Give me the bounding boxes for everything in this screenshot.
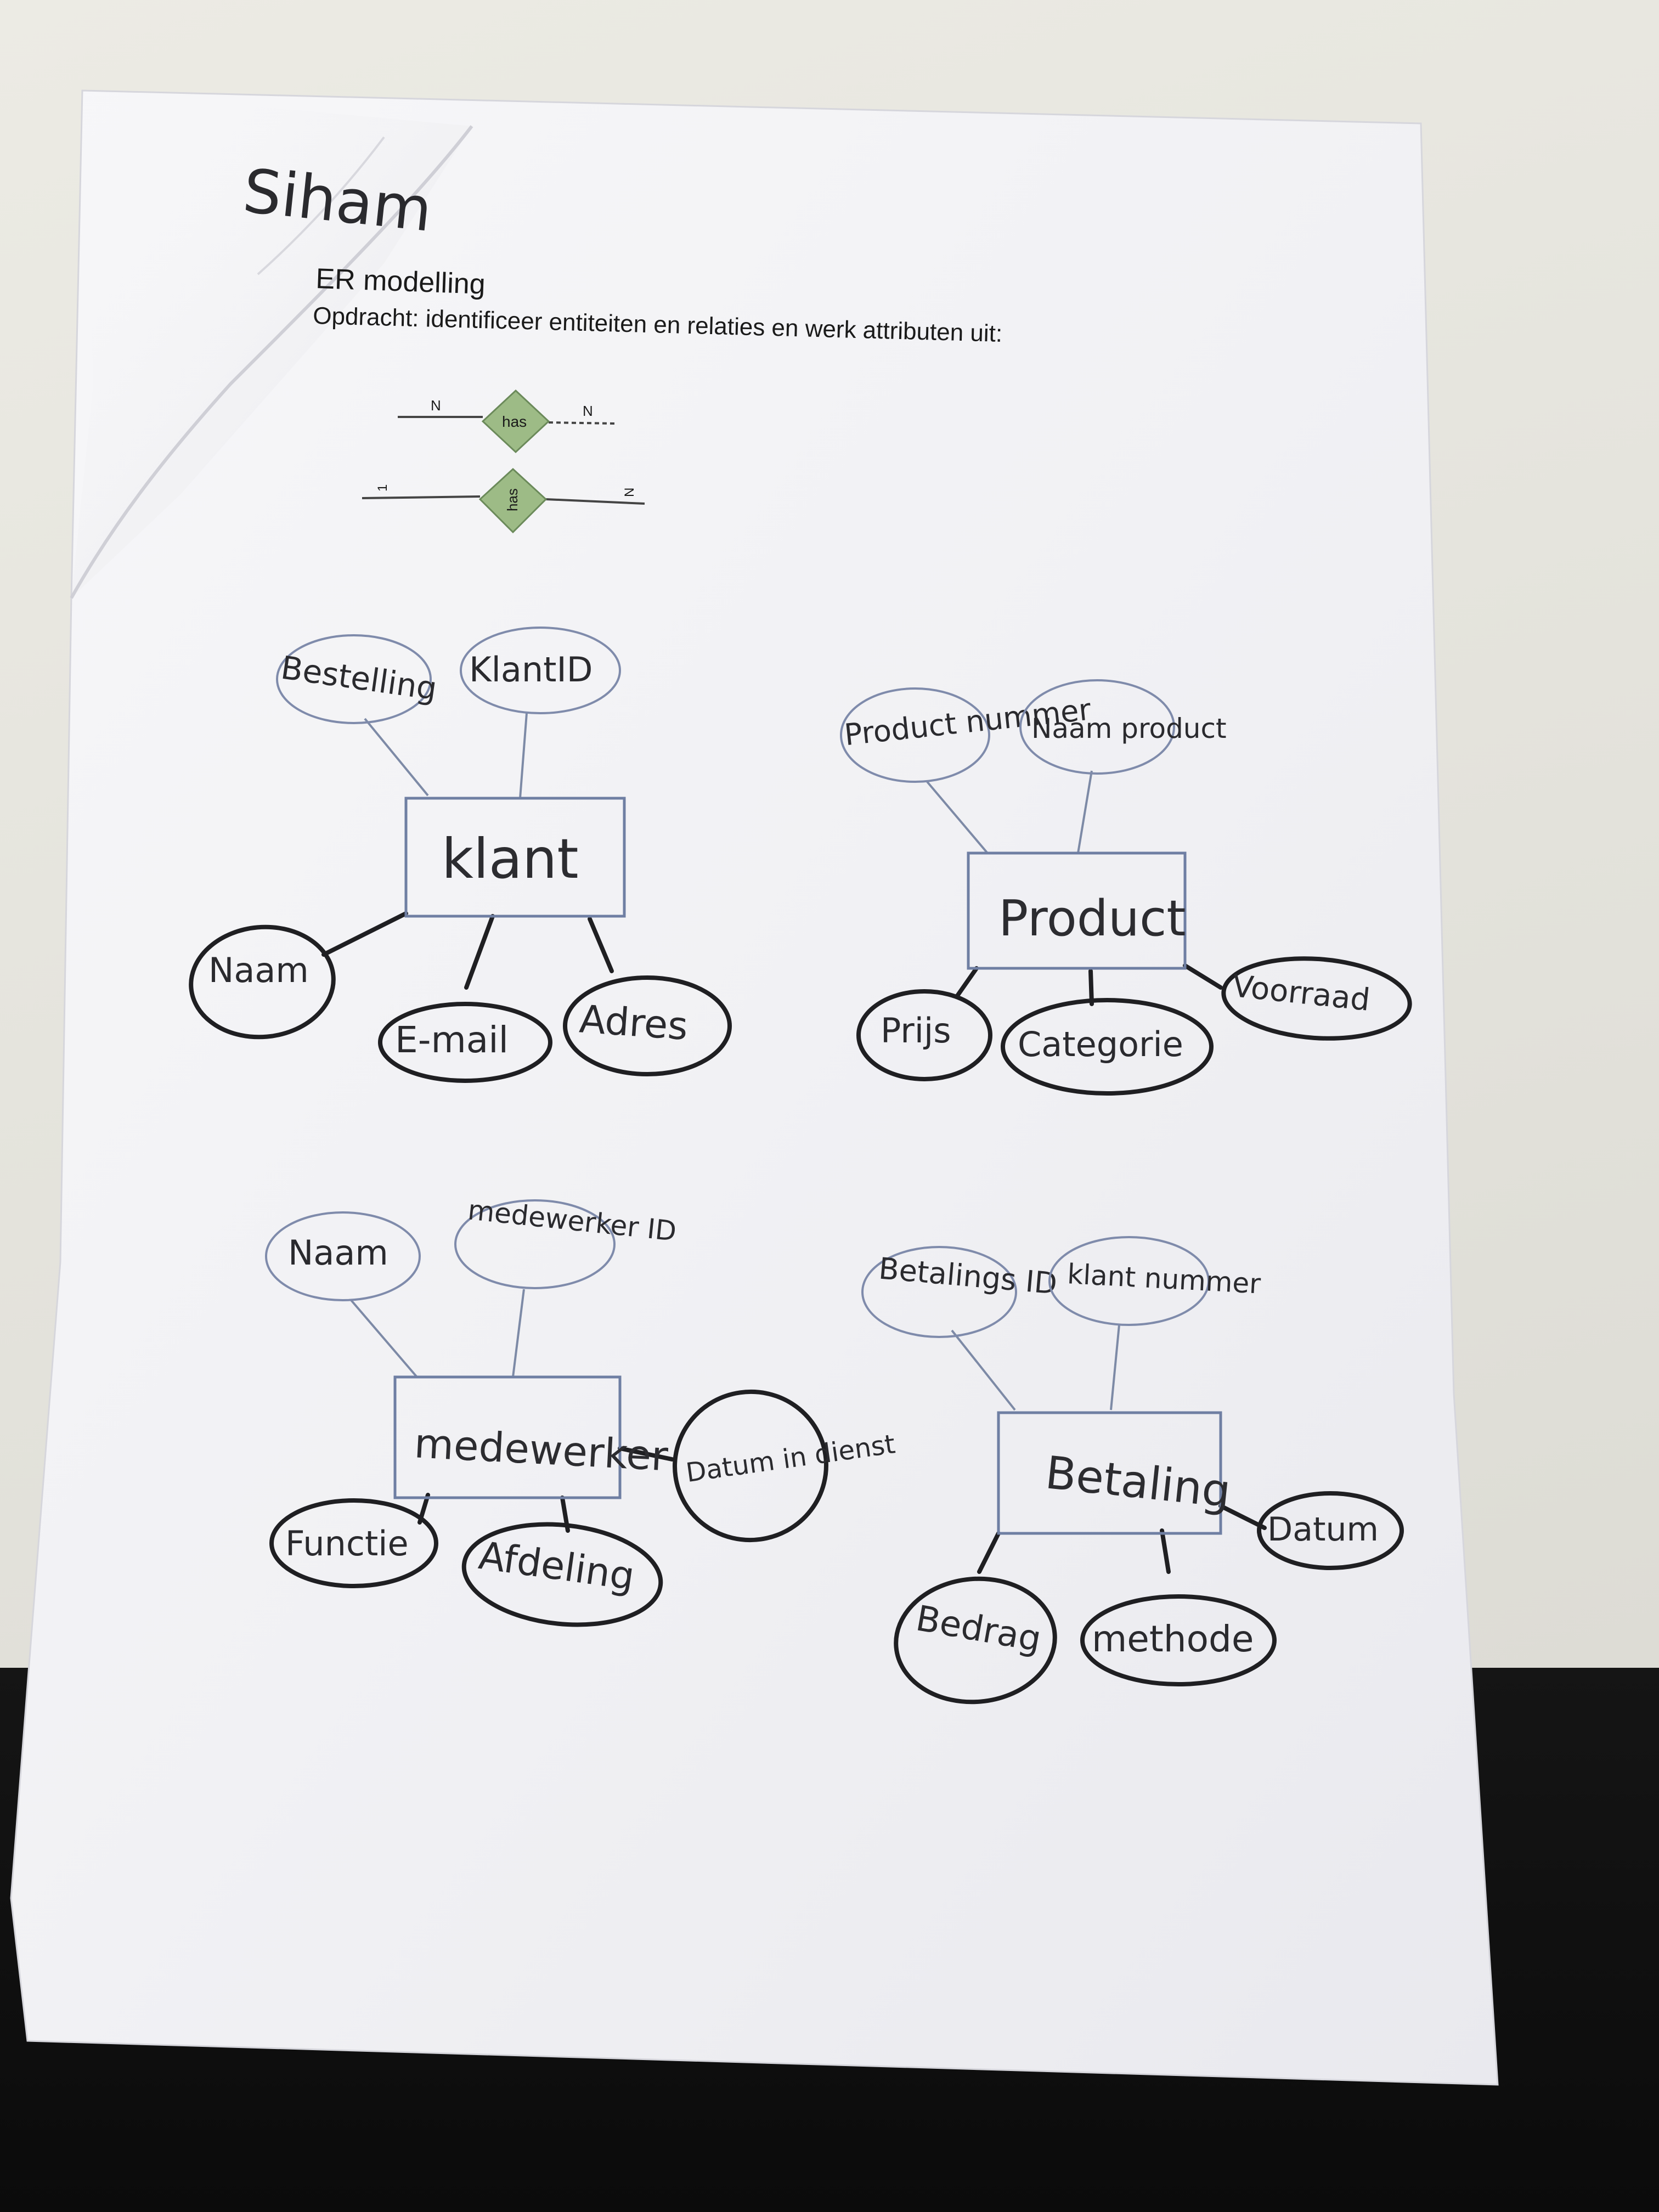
legend-relation-label: has: [502, 413, 527, 430]
attribute-email: [378, 1002, 552, 1083]
attribute-methode: [1080, 1594, 1277, 1686]
attribute-klant-nummer: [1048, 1236, 1210, 1326]
entity-group-product: Product nummer Naam product Product Prij…: [840, 679, 1412, 1096]
attribute-product-nummer: [840, 687, 990, 783]
fold-crease: [70, 125, 473, 599]
attribute-naam: [189, 924, 336, 1040]
attribute-functie: [269, 1498, 438, 1588]
attribute-naam: [265, 1211, 421, 1301]
entity-klant: [404, 797, 626, 918]
entity-medewerker: [393, 1375, 622, 1499]
relationship-diamond: [478, 467, 548, 534]
attribute-label: Functie: [285, 1523, 409, 1564]
attribute-label: methode: [1092, 1618, 1254, 1660]
attribute-label: Naam: [288, 1233, 388, 1273]
attribute-label: Datum: [1267, 1510, 1379, 1549]
fold-crease: [257, 136, 385, 275]
document-heading: ER modelling: [315, 263, 486, 301]
legend-row-many-to-many: has N N: [398, 389, 615, 454]
attribute-bedrag: [894, 1576, 1057, 1705]
entity-name: Product: [998, 890, 1186, 947]
attribute-klantid: [460, 627, 621, 714]
attribute-label: KlantID: [469, 650, 593, 690]
paper-sheet: [10, 89, 1499, 2086]
attribute-naam-product: [1019, 679, 1175, 775]
legend-row-one-to-many: has 1 N: [362, 467, 645, 534]
entity-name: klant: [442, 827, 579, 891]
attribute-label: Categorie: [1018, 1024, 1183, 1064]
attribute-adres: [563, 975, 732, 1076]
legend-cardinality-left: 1: [375, 484, 390, 492]
legend-cardinality-left: N: [431, 397, 441, 414]
legend-cardinality-right: N: [622, 488, 637, 497]
entity-betaling: [997, 1411, 1222, 1535]
attribute-label: Naam product: [1031, 713, 1227, 744]
attribute-betalings-id: [861, 1246, 1017, 1338]
attribute-categorie: [1001, 998, 1214, 1096]
attribute-prijs: [856, 989, 992, 1081]
attribute-label: Naam: [208, 950, 309, 990]
attribute-datum-in-dienst: [673, 1389, 828, 1543]
legend-cardinality-right: N: [583, 403, 593, 419]
attribute-label: E-mail: [395, 1019, 509, 1061]
legend-relation-label: has: [504, 488, 521, 511]
attribute-voorraad: [1221, 956, 1412, 1041]
attribute-label: Adres: [578, 996, 689, 1049]
attribute-label: Prijs: [881, 1011, 951, 1051]
attribute-bestelling: [276, 634, 432, 724]
attribute-medewerker-id: [454, 1199, 616, 1289]
attribute-datum: [1257, 1491, 1404, 1570]
relationship-diamond: [481, 389, 550, 454]
entity-product: [967, 851, 1187, 970]
relation-legend: has N N has 1 N: [362, 389, 645, 534]
attribute-afdeling: [461, 1522, 663, 1627]
